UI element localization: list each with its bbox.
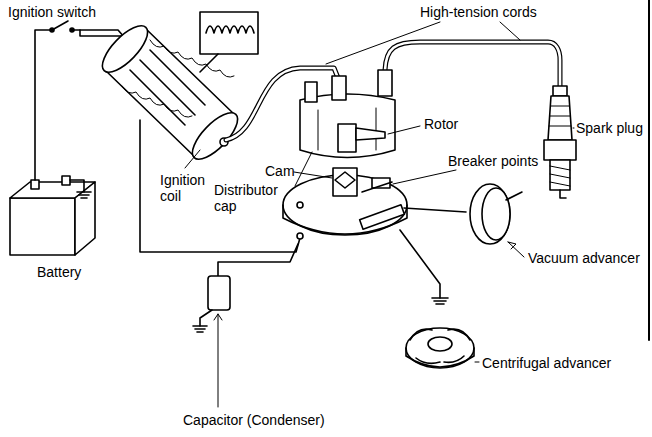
part-label: Distributor cap [214, 182, 296, 214]
ignition-coil-symbol [206, 26, 254, 33]
leader-line [214, 314, 222, 320]
spark-plug-symbol [560, 190, 566, 198]
battery-symbol [10, 198, 75, 255]
rotor-symbol [338, 124, 356, 152]
ignition-coil-symbol [96, 19, 155, 79]
leader-line [185, 22, 574, 407]
capacitor-symbol [200, 310, 212, 326]
part-label: Rotor [424, 116, 458, 132]
ground-symbol [432, 297, 448, 299]
centrifugal-advancer-symbol [406, 328, 474, 368]
ground-symbol [81, 197, 87, 199]
leader-line [508, 242, 524, 257]
ignition-coil-symbol [122, 86, 192, 117]
vacuum-advancer-symbol [404, 184, 522, 244]
ignition-coil-symbol [96, 12, 258, 166]
centrifugal-advancer-symbol [410, 329, 470, 363]
centrifugal-advancer-symbol [428, 337, 452, 351]
part-label: Cam [265, 163, 295, 179]
spark-plug-symbol [544, 86, 576, 198]
rotor-symbol [356, 128, 385, 140]
part-label: Ignition switch [8, 4, 96, 20]
spark-plug-symbol [548, 96, 572, 140]
breaker-plate-symbol [283, 168, 407, 235]
part-label: Capacitor (Condenser) [183, 412, 325, 428]
primary-wire [140, 120, 303, 252]
primary-wire [140, 120, 300, 252]
vacuum-advancer-symbol [404, 208, 466, 212]
part-label: Battery [37, 264, 81, 280]
primary-wire [297, 233, 303, 239]
capacitor-symbol [218, 244, 298, 276]
battery-symbol [10, 176, 95, 255]
battery-symbol [62, 176, 70, 185]
distributor-cap-symbol [378, 70, 392, 96]
primary-wire [52, 21, 68, 30]
frame-line [648, 0, 650, 340]
ground-symbol [79, 194, 89, 196]
primary-wire [35, 30, 50, 180]
leader-line [475, 362, 479, 363]
breaker-plate-symbol [360, 205, 405, 229]
leader-line [295, 152, 312, 186]
leader-line [185, 150, 200, 168]
ignition-coil-symbol [200, 12, 258, 54]
ground-symbol [77, 191, 91, 193]
high-tension-cord [385, 42, 560, 86]
battery-symbol [31, 180, 39, 189]
battery-symbol [10, 182, 95, 198]
vacuum-advancer-symbol [470, 184, 510, 244]
ground-symbol [70, 180, 91, 198]
leader-line [500, 22, 520, 40]
breaker-plate-symbol [335, 172, 355, 188]
ground-symbol [436, 303, 444, 305]
rotor-symbol [338, 124, 385, 152]
spark-plug-symbol [544, 140, 576, 160]
spark-plug-symbol [553, 86, 567, 96]
breaker-plate-symbol [362, 182, 392, 192]
breaker-plate-symbol [333, 168, 357, 196]
battery-symbol [75, 182, 95, 255]
vacuum-advancer-symbol [506, 192, 522, 200]
breaker-plate-symbol [297, 202, 303, 208]
distributor-cap-symbol [305, 82, 317, 102]
leader-line [508, 242, 516, 249]
centrifugal-advancer-symbol [406, 328, 474, 368]
capacitor-symbol [193, 244, 298, 332]
part-label: High-tension cords [420, 4, 537, 20]
capacitor-symbol [195, 328, 205, 330]
vacuum-advancer-symbol [482, 188, 510, 240]
ground-symbol [400, 230, 448, 304]
leader-line [218, 314, 219, 407]
part-label: Spark plug [576, 120, 643, 136]
part-label: Centrifugal advancer [482, 355, 611, 371]
spark-plug-symbol [550, 160, 570, 190]
breaker-plate-symbol [283, 205, 407, 234]
spark-plug-symbol [549, 106, 571, 126]
distributor-cap-symbol [332, 76, 346, 100]
capacitor-symbol [193, 325, 207, 327]
centrifugal-advancer-symbol [406, 348, 474, 367]
ground-symbol [400, 230, 440, 298]
distributor-cap-symbol [300, 94, 395, 158]
capacitor-symbol [197, 331, 203, 333]
leader-line [573, 128, 574, 129]
leader-line [326, 22, 440, 64]
leader-line [393, 170, 456, 184]
high-tension-cord [385, 42, 560, 86]
ground-symbol [434, 300, 446, 302]
part-label: Ignition coil [160, 172, 220, 204]
ground-symbol [70, 180, 84, 192]
distributor-cap-symbol [300, 70, 395, 158]
capacitor-symbol [208, 276, 230, 310]
spark-plug-symbol [550, 166, 570, 186]
part-label: Breaker points [448, 153, 538, 169]
leader-line [388, 126, 420, 134]
leader-line [294, 172, 332, 178]
ignition-coil-symbol [200, 54, 218, 72]
part-label: Vacuum advancer [528, 250, 640, 266]
